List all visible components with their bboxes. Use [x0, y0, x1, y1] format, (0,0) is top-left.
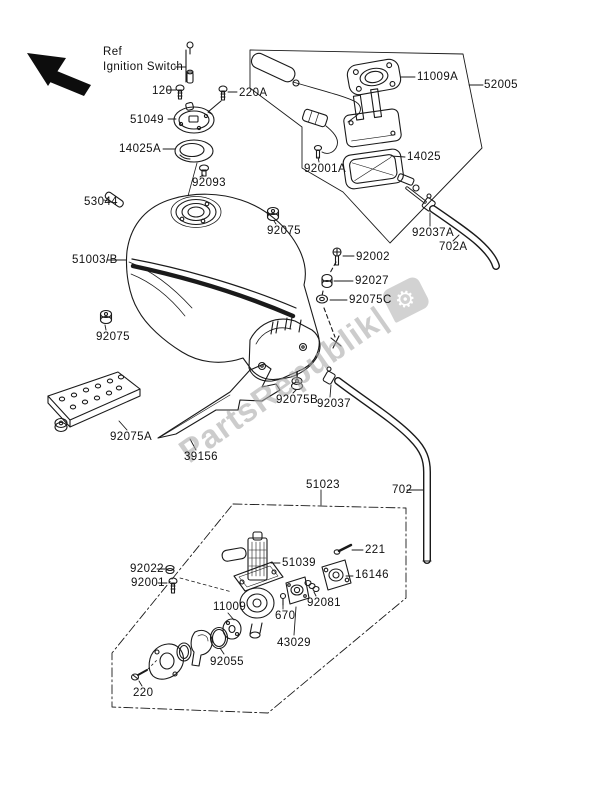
part-label-14025: 14025 [407, 151, 441, 163]
part-label-220: 220 [133, 687, 154, 699]
heat-shield-39156 [157, 363, 281, 439]
fuel-sender-assembly [249, 49, 500, 270]
part-label-92022: 92022 [130, 563, 164, 575]
part-label-51023: 51023 [306, 479, 340, 491]
part-label-92002: 92002 [356, 251, 390, 263]
part-label-16146: 16146 [355, 569, 389, 581]
direction-arrow-icon [27, 53, 91, 96]
part-label-43029: 43029 [277, 637, 311, 649]
petcock-group-boundary [111, 503, 407, 714]
rubber-dampers [99, 206, 304, 391]
part-label-702: 702 [392, 484, 413, 496]
fuel-tank [125, 193, 321, 382]
part-label-92075a: 92075A [110, 431, 153, 443]
part-label-51003-b: 51003/B [72, 254, 118, 266]
petcock-assembly [130, 531, 353, 681]
damper-pad-92075a [47, 371, 141, 433]
part-label-51049: 51049 [130, 114, 164, 126]
part-label-92075: 92075 [96, 331, 130, 343]
rear-bracket-fasteners [315, 247, 342, 349]
part-label-92001a: 92001A [304, 163, 347, 175]
part-label-120: 120 [152, 85, 173, 97]
part-label-220a: 220A [239, 87, 268, 99]
pin-53044 [104, 191, 124, 208]
part-label-11009a: 11009A [417, 71, 459, 83]
fuel-hose-702 [322, 366, 432, 564]
part-label-92075: 92075 [267, 225, 301, 237]
part-label-52005: 52005 [484, 79, 518, 91]
part-label-92081: 92081 [307, 597, 341, 609]
part-label-53044: 53044 [84, 196, 118, 208]
part-label-702a: 702A [439, 241, 468, 253]
ref-note-line1: Ref [103, 46, 123, 58]
leader-lines [103, 76, 484, 687]
part-label-92093: 92093 [192, 177, 226, 189]
part-label-11009: 11009 [213, 601, 247, 613]
part-label-92037: 92037 [317, 398, 351, 410]
part-label-221: 221 [365, 544, 386, 556]
part-label-14025a: 14025A [119, 143, 162, 155]
part-label-92075b: 92075B [276, 394, 319, 406]
part-label-92001: 92001 [131, 577, 165, 589]
part-label-92075c: 92075C [349, 294, 392, 306]
part-label-51039: 51039 [282, 557, 316, 569]
part-label-92037a: 92037A [412, 227, 455, 239]
part-label-92055: 92055 [210, 656, 244, 668]
ref-note-line2: Ignition Switch [103, 61, 184, 73]
part-label-92027: 92027 [355, 275, 389, 287]
fuel-cap-assembly [173, 101, 215, 197]
ref-note: Ref Ignition Switch [103, 45, 183, 75]
part-label-39156: 39156 [184, 451, 218, 463]
part-label-670: 670 [275, 610, 296, 622]
